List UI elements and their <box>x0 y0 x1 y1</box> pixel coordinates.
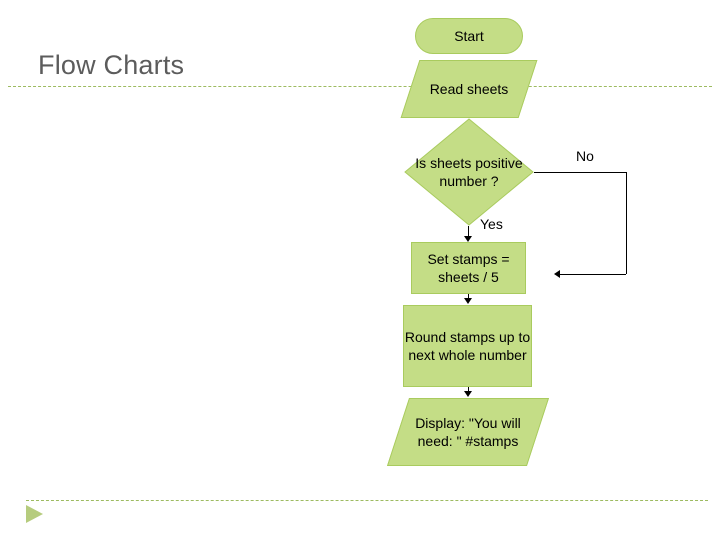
triangle-marker-icon <box>26 505 43 523</box>
flow-node-start-label: Start <box>454 28 484 44</box>
flow-node-display-label: Display: "You will need: " #stamps <box>415 415 521 449</box>
connector-no-return <box>560 274 626 275</box>
flow-node-round-label: Round stamps up to next whole number <box>404 329 531 363</box>
flow-node-start: Start <box>415 18 523 54</box>
connector-round-to-display <box>468 387 469 392</box>
flow-node-set-stamps: Set stamps = sheets / 5 <box>411 242 526 294</box>
edge-label-yes: Yes <box>480 216 503 232</box>
flow-node-display: Display: "You will need: " #stamps <box>386 398 550 466</box>
title-divider <box>8 86 712 87</box>
arrowhead-down-icon <box>464 236 472 242</box>
flow-node-round: Round stamps up to next whole number <box>403 305 532 387</box>
connector-no-horizontal <box>534 172 626 173</box>
arrowhead-left-icon <box>554 270 560 278</box>
flow-node-read: Read sheets <box>400 60 538 118</box>
flow-node-set-stamps-label: Set stamps = sheets / 5 <box>427 251 510 285</box>
edge-label-no: No <box>576 148 594 164</box>
page-title: Flow Charts <box>38 50 185 80</box>
connector-no-vertical <box>626 172 627 274</box>
arrowhead-down-icon-2 <box>464 298 472 304</box>
flow-node-decision: Is sheets positive number ? <box>404 118 534 226</box>
connector-decision-to-set <box>468 226 469 238</box>
footer-divider <box>26 500 708 501</box>
connector-set-to-round <box>468 294 469 299</box>
flow-node-decision-label: Is sheets positive number ? <box>415 155 523 189</box>
flow-node-read-label: Read sheets <box>429 81 509 97</box>
arrowhead-down-icon-3 <box>464 391 472 397</box>
diamond-icon <box>404 118 534 226</box>
